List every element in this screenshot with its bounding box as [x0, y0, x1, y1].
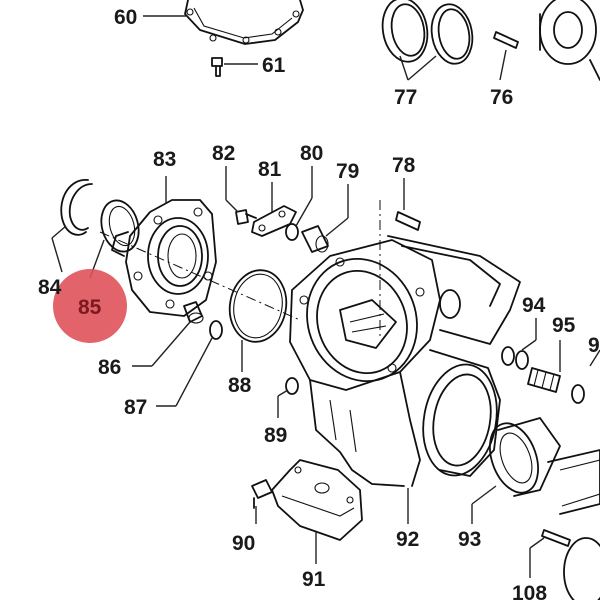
- label-93: 93: [458, 528, 481, 551]
- part-78-screw: [395, 211, 421, 231]
- label-79: 79: [336, 160, 359, 183]
- highlight-marker: [53, 269, 127, 343]
- label-92: 92: [396, 528, 419, 551]
- label-78: 78: [392, 154, 416, 177]
- label-87: 87: [124, 396, 147, 419]
- label-84: 84: [38, 276, 62, 299]
- label-82: 82: [212, 142, 235, 165]
- part-77-rings: [381, 0, 474, 65]
- lower-ring: [563, 537, 600, 600]
- label-60: 60: [114, 6, 137, 29]
- label-89: 89: [264, 424, 287, 447]
- label-81: 81: [258, 158, 282, 181]
- part-85-seal: [100, 199, 140, 253]
- label-90: 90: [232, 532, 255, 555]
- part-93-bearing: [489, 417, 561, 497]
- gear-housing: [289, 235, 521, 487]
- output-shaft: [547, 449, 600, 515]
- part-91-bracket: [271, 459, 363, 541]
- part-108-key: [541, 529, 571, 547]
- label-95: 95: [552, 314, 576, 337]
- label-94: 94: [522, 294, 546, 317]
- label-83: 83: [153, 148, 176, 171]
- part-83-flange: [111, 199, 217, 317]
- label-86: 86: [98, 356, 121, 379]
- label-85: 85: [78, 296, 102, 319]
- part-80-plug: [285, 223, 299, 241]
- label-76: 76: [490, 86, 513, 109]
- part-95-shaft: [527, 367, 585, 404]
- part-89-washer: [285, 377, 299, 395]
- label-91: 91: [302, 568, 326, 591]
- label-108: 108: [512, 582, 547, 600]
- part-87-washer: [209, 320, 223, 340]
- part-82-screw: [235, 209, 257, 225]
- part-86-plug: [183, 301, 204, 324]
- part-90-screw: [251, 479, 273, 509]
- top-bearing: [539, 0, 600, 81]
- part-88-oring: [228, 269, 288, 343]
- label-61: 61: [262, 54, 286, 77]
- label-9x: 9: [588, 334, 600, 357]
- label-77: 77: [394, 86, 417, 109]
- part-61-screw: [211, 57, 223, 77]
- part-81-cover: [251, 205, 297, 237]
- part-76-key: [493, 31, 519, 49]
- part-79-nipple: [301, 225, 329, 253]
- part-84-circlip: [60, 179, 93, 236]
- part-94-washers: [501, 346, 529, 370]
- part-60-cover: [184, 0, 304, 45]
- label-88: 88: [228, 374, 252, 397]
- label-80: 80: [300, 142, 323, 165]
